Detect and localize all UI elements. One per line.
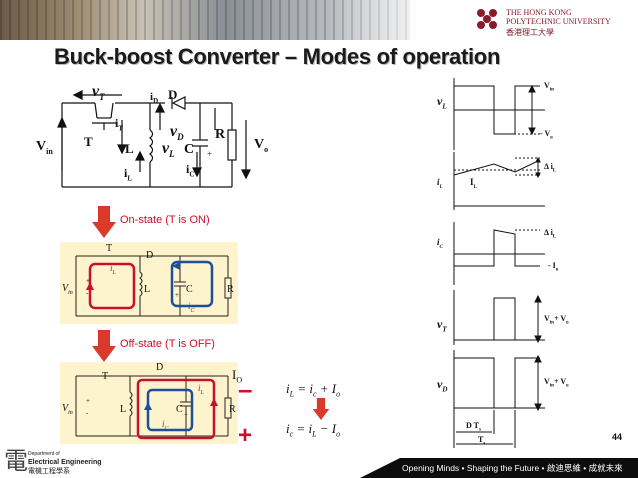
label-iC: iC [186,162,195,179]
label-D: D [168,87,178,102]
label-T: T [84,134,93,149]
wave-vT: vT [437,317,447,334]
on-label-L: L [144,284,151,295]
on-label-C: C [186,284,193,295]
university-logo: THE HONG KONG POLYTECHNIC UNIVERSITY 香港理… [470,4,638,38]
arrow-down-icon [92,206,116,238]
sign-plus: + [238,422,253,449]
on-label-D: D [146,250,154,261]
on-label-T: T [106,243,113,254]
wave-Vin: Vin [544,81,554,93]
wave-IL-avg: IL [470,177,477,190]
footer-slogan: Opening Minds • Shaping the Future • 啟迪思… [402,463,623,473]
department-line2: Electrical Engineering [28,459,102,466]
wave-vD: vD [437,377,448,394]
wave-minus-Vo: - Vo [540,129,553,141]
label-vL: vL [162,140,175,160]
label-R: R [215,127,226,142]
wave-iC: iC [437,237,443,250]
label-vD: vD [170,123,184,143]
label-Vin: Vin [36,139,53,156]
wave-iL: iL [437,177,443,190]
off-label-iC: iC [162,419,169,432]
label-iD: iD [150,91,159,106]
off-label-Vin: Vin [62,403,73,417]
off-label-iL: iL [198,383,204,396]
department-logo: 電 Department of Electrical Engineering 電… [4,448,144,478]
wave-Vin-Vo: Vin+ Vo [544,314,569,326]
equation-iC: ic = iL − Io [286,421,341,439]
wave-minus-Io: - Io [548,261,559,273]
university-name-line2: POLYTECHNIC UNIVERSITY [506,17,611,26]
label-plus: + [207,149,213,159]
off-label-D: D [156,362,164,373]
wave-delta-iL-2: Δ iL [544,228,557,240]
department-line3: 電機工程學系 [28,467,70,475]
department-char: 電 [4,449,28,475]
equation-iL: iL = ic + Io [286,381,341,399]
page-number: 44 [612,432,623,442]
wave-delta-iL: Δ iL [544,162,557,174]
label-iL: iL [124,166,133,183]
footer-band [360,458,638,478]
off-label-T: T [102,371,109,382]
university-name-line1: THE HONG KONG [506,8,572,17]
label-vT: vT [92,83,105,103]
on-state-label: On-state (T is ON) [120,214,210,226]
on-label-plus: + [86,277,90,285]
off-label-C: C [176,404,183,415]
header-banner [0,0,638,40]
off-state-label: Off-state (T is OFF) [120,338,215,350]
wave-Ts: Ts [478,435,486,447]
on-label-minus: - [86,289,89,297]
off-label-R: R [229,404,236,415]
on-label-R: R [227,284,234,295]
university-name-chinese: 香港理工大學 [506,28,554,37]
off-label-Io: IO [232,367,243,385]
on-label-Vin: Vin [62,283,73,297]
on-state-circuit [75,255,232,317]
sign-minus: – [238,374,253,404]
label-L: L [125,141,134,156]
label-Vo: Vo [254,137,269,154]
off-label-plus: + [86,397,90,405]
on-label-iL: iL [110,263,116,276]
arrow-down-icon [92,330,116,362]
slide-title: Buck-boost Converter – Modes of operatio… [54,44,501,69]
footer: Opening Minds • Shaping the Future • 啟迪思… [0,448,638,478]
polyu-emblem-icon [477,9,497,29]
label-C: C [184,142,195,157]
wave-Vin-Vo-2: Vin+ Vo [544,377,569,389]
on-label-cap-plus: + [175,291,179,299]
off-label-minus: - [86,409,89,417]
department-line1: Department of [28,451,60,457]
off-state-circuit [75,375,232,440]
label-iT: iT [115,116,124,133]
off-label-cap-plus: + [184,411,188,419]
wave-vL: vL [437,94,447,111]
arrow-down-icon [312,398,330,420]
off-label-L: L [120,404,127,415]
on-label-iC: iC [188,301,195,314]
wave-DTs: D Ts [466,421,481,433]
